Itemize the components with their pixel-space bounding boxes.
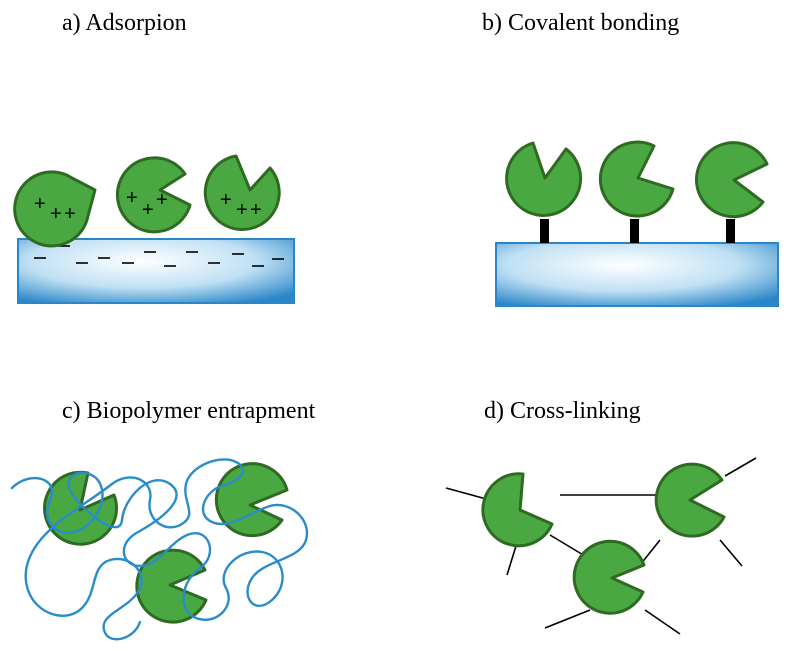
pacman-enzyme-icon bbox=[115, 156, 192, 234]
cross-link bbox=[506, 545, 517, 576]
enzyme: + + + bbox=[203, 154, 281, 231]
positive-charge: + bbox=[156, 189, 168, 211]
pacman-enzyme-icon bbox=[13, 170, 97, 248]
covalent-linker bbox=[630, 219, 639, 243]
pacman-enzyme-icon bbox=[598, 140, 675, 218]
positive-charge: + bbox=[126, 187, 138, 209]
panel-c bbox=[10, 458, 309, 641]
pacman-enzyme-icon bbox=[203, 154, 281, 231]
covalent-linker bbox=[726, 219, 735, 243]
positive-charge: + bbox=[142, 199, 154, 221]
pacman-enzyme-icon bbox=[654, 462, 726, 538]
pacman-enzyme-icon bbox=[135, 548, 208, 624]
support-slab bbox=[495, 242, 779, 307]
cross-link bbox=[724, 457, 757, 477]
cross-link bbox=[549, 534, 586, 557]
cross-link bbox=[544, 609, 591, 629]
pacman-enzyme-icon bbox=[43, 470, 118, 546]
polymer-chain-icon bbox=[10, 458, 309, 641]
covalent-linker bbox=[540, 219, 549, 243]
positive-charge: + bbox=[34, 193, 46, 215]
panel-a-title: a) Adsorpion bbox=[62, 10, 187, 36]
panel-a: + + + + + + + + + bbox=[13, 154, 295, 304]
support-slab bbox=[17, 238, 295, 304]
cross-link bbox=[644, 609, 681, 635]
panel-b-title: b) Covalent bonding bbox=[482, 10, 679, 36]
enzyme: + + + bbox=[115, 156, 192, 234]
positive-charge: + bbox=[50, 203, 62, 225]
cross-link bbox=[719, 539, 743, 567]
pacman-enzyme-icon bbox=[481, 472, 554, 548]
panel-d bbox=[445, 457, 757, 635]
positive-charge: + bbox=[220, 189, 232, 211]
positive-charge: + bbox=[250, 199, 262, 221]
positive-charge: + bbox=[236, 199, 248, 221]
panel-d-title: d) Cross-linking bbox=[484, 398, 641, 424]
pacman-enzyme-icon bbox=[214, 462, 289, 538]
pacman-enzyme-icon bbox=[505, 141, 583, 217]
positive-charge: + bbox=[64, 203, 76, 225]
enzyme: + + + bbox=[13, 170, 97, 248]
panel-b bbox=[495, 140, 779, 307]
pacman-enzyme-icon bbox=[695, 141, 769, 219]
panel-c-title: c) Biopolymer entrapment bbox=[62, 398, 316, 424]
cross-link bbox=[445, 487, 491, 501]
pacman-enzyme-icon bbox=[572, 539, 646, 615]
